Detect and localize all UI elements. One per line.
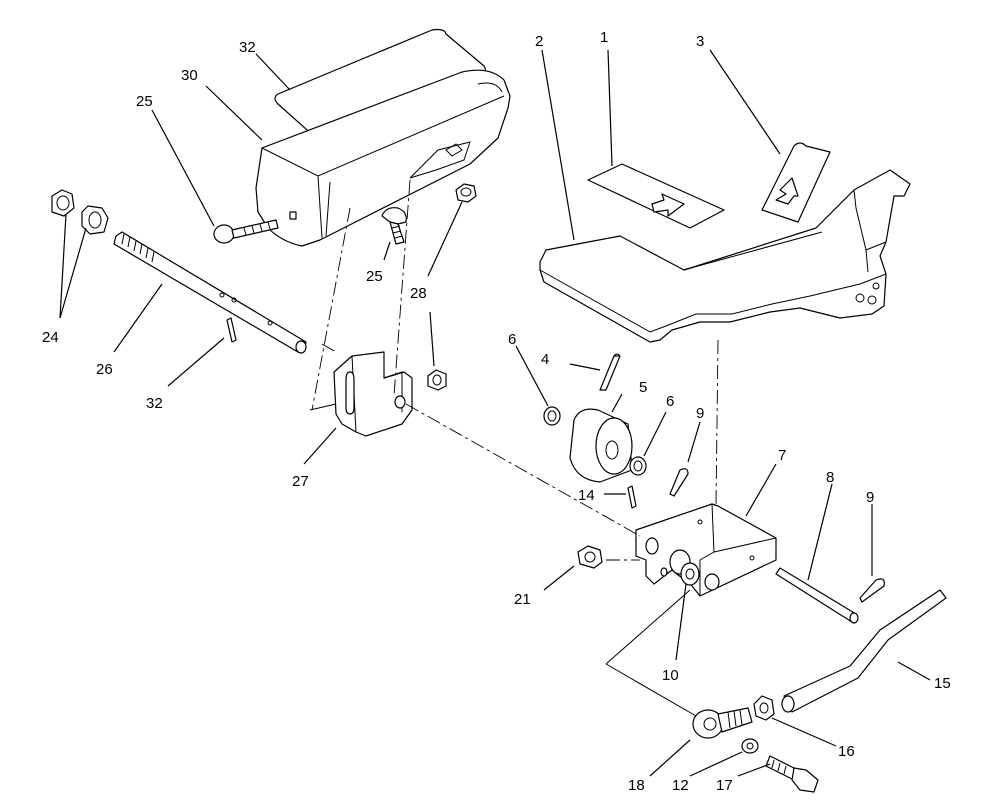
bolt-17 <box>765 755 819 793</box>
callout-25-left: 25 <box>136 93 153 110</box>
callout-21: 21 <box>514 591 531 608</box>
callout-31: 32 <box>239 39 256 56</box>
callout-6-left: 6 <box>508 331 516 348</box>
nut-28-bottom <box>427 369 447 391</box>
washer-6-right <box>629 456 647 476</box>
shaft-26 <box>113 231 307 354</box>
footplate-2 <box>539 169 911 343</box>
callout-1: 1 <box>600 29 608 46</box>
leader-lines <box>59 49 931 777</box>
callout-28: 28 <box>410 285 427 302</box>
callout-27: 27 <box>292 473 309 490</box>
roll-pin-4 <box>599 353 621 391</box>
callout-12: 12 <box>672 777 689 794</box>
pedal-bracket-27 <box>333 351 413 437</box>
callout-32: 32 <box>146 395 163 412</box>
nut-28-top <box>455 183 477 203</box>
pedal-body-30 <box>255 69 511 247</box>
callout-9-top: 9 <box>696 405 704 422</box>
roll-pin-32 <box>226 317 237 343</box>
callout-15: 15 <box>934 675 951 692</box>
callout-26: 26 <box>96 361 113 378</box>
callout-10: 10 <box>662 667 679 684</box>
callout-7: 7 <box>778 447 786 464</box>
callout-30: 30 <box>181 67 198 84</box>
callout-4: 4 <box>541 351 549 368</box>
callout-25-center: 25 <box>366 268 383 285</box>
washer-6-left <box>543 406 561 426</box>
carriage-bolt-25-center <box>381 207 407 245</box>
decal-1 <box>587 163 725 229</box>
callout-labels: 32 30 25 25 28 24 26 32 27 2 1 3 4 6 5 6… <box>42 29 951 794</box>
callout-8: 8 <box>826 469 834 486</box>
bracket-7 <box>635 503 777 597</box>
nut-16 <box>753 695 775 721</box>
nut-21 <box>577 545 603 569</box>
rod-end-18 <box>692 707 753 739</box>
callout-16: 16 <box>838 743 855 760</box>
roller-5 <box>569 408 633 483</box>
callout-18: 18 <box>628 777 645 794</box>
bushing-10 <box>669 549 700 586</box>
callout-3: 3 <box>696 33 704 50</box>
callout-2: 2 <box>535 33 543 50</box>
nut-24-outer <box>51 189 75 217</box>
callout-14: 14 <box>578 487 595 504</box>
cotter-pin-9-right <box>859 578 885 603</box>
callout-24: 24 <box>42 329 59 346</box>
cotter-pin-9-top <box>669 468 689 497</box>
callout-5: 5 <box>639 379 647 396</box>
callout-6-right: 6 <box>666 393 674 410</box>
washer-12 <box>741 738 759 754</box>
alignment-lines <box>309 179 719 717</box>
callout-17: 17 <box>716 777 733 794</box>
decal-3 <box>761 142 831 223</box>
callout-9-right: 9 <box>866 489 874 506</box>
rod-15 <box>781 589 947 713</box>
nut-24-inner <box>81 205 109 235</box>
pin-14 <box>627 485 637 509</box>
pin-8 <box>775 567 859 624</box>
carriage-bolt-25-left <box>213 219 279 244</box>
